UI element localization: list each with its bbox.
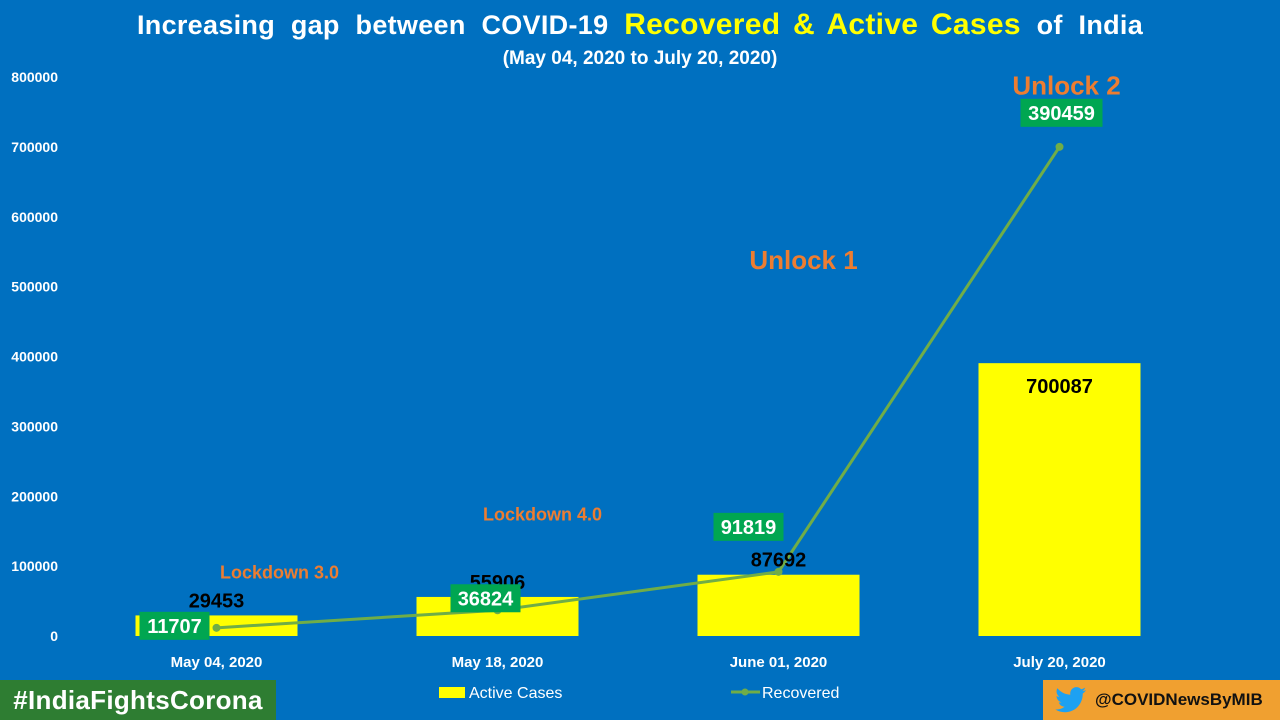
bar-active-cases [697,574,860,636]
legend-swatch-active [439,687,465,698]
twitter-icon [1055,687,1087,713]
twitter-handle: @COVIDNewsByMIB [1095,690,1263,709]
y-tick-label: 500000 [11,279,58,295]
legend-marker-recovered [741,688,749,696]
x-tick-label: May 04, 2020 [171,654,263,671]
legend-label-recovered: Recovered [762,685,839,702]
point-recovered [212,623,221,632]
recovered-data-label: 11707 [147,616,202,638]
recovered-data-label: 390459 [1028,103,1095,125]
bar-data-label: 700087 [1026,376,1093,398]
point-recovered [1055,142,1064,151]
y-tick-label: 200000 [11,488,58,504]
chart-subtitle: (May 04, 2020 to July 20, 2020) [502,48,778,69]
recovered-label-box [1020,98,1103,127]
title-pre: Increasing gap between COVID-19 [136,10,609,40]
phase-annotation: Unlock 1 [749,245,857,275]
y-tick-label: 800000 [11,69,58,85]
recovered-label-box [713,512,784,541]
recovered-label-box [450,584,521,613]
phase-annotation: Unlock 2 [1012,70,1120,100]
phase-annotation: Lockdown 3.0 [220,563,339,583]
bar-data-label: 87692 [751,550,807,572]
bar-active-cases [978,363,1141,636]
y-tick-label: 0 [50,628,58,644]
title-post: of India [1036,10,1144,40]
y-tick-label: 100000 [11,558,58,574]
line-recovered [216,145,1061,630]
phase-annotation: Lockdown 4.0 [483,505,602,525]
recovered-data-label: 91819 [721,517,777,539]
chart-title: Increasing gap between COVID-19 Recovere… [0,8,1280,42]
recovered-label-box [139,611,210,640]
bar-data-label: 29453 [189,590,245,612]
y-tick-label: 700000 [11,139,58,155]
y-tick-label: 300000 [11,418,58,434]
x-tick-label: May 18, 2020 [452,654,544,671]
y-tick-label: 400000 [11,349,58,365]
point-recovered [774,567,783,576]
recovered-data-label: 36824 [458,588,514,610]
title-highlight: Recovered & Active Cases [624,8,1021,41]
legend-label-active: Active Cases [469,685,562,702]
hashtag-banner: #IndiaFightsCorona [0,680,276,720]
twitter-handle-banner: @COVIDNewsByMIB [1043,680,1280,720]
y-tick-label: 600000 [11,209,58,225]
x-tick-label: June 01, 2020 [730,654,828,671]
x-tick-label: July 20, 2020 [1013,654,1106,671]
